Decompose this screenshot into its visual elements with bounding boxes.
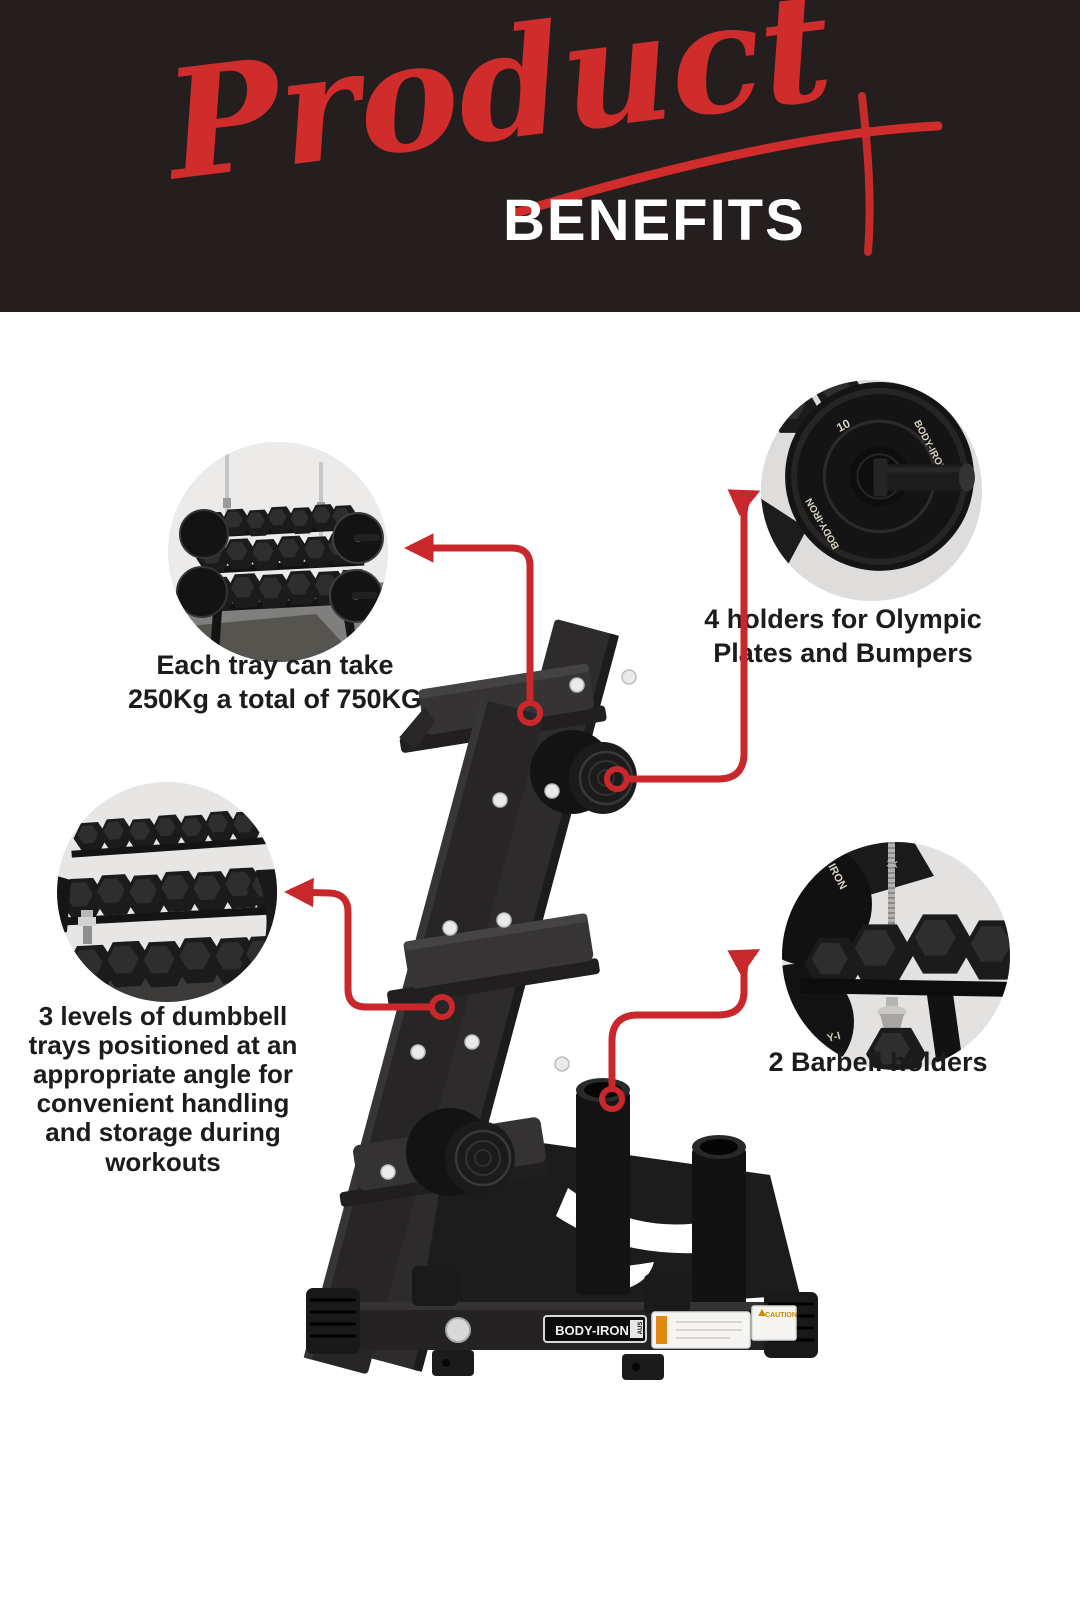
photo-fragment-yi: Y-I [826, 1030, 842, 1045]
brand-label-text: BODY-IRON [555, 1323, 629, 1338]
bolts [380, 669, 637, 1180]
spinlock-collar [877, 997, 907, 1030]
barbell-holder-tube-1 [576, 1078, 630, 1295]
chrome-collar [78, 910, 96, 944]
warning-sticker [651, 1311, 751, 1349]
plate-peg-bottom [406, 1108, 515, 1196]
base-bar: BODY-IRON AUS CAUTION [306, 1266, 818, 1380]
olympic-plate-photo: BODY-IRON BODY-IRON 10 [761, 380, 982, 601]
weight-tree-product-image: BODY-IRON AUS CAUTION [303, 619, 818, 1380]
plate-peg-top [530, 730, 637, 814]
caption-tray-capacity: Each tray can take 250Kg a total of 750K… [127, 650, 423, 715]
page-title: BENEFITS [503, 188, 806, 253]
brand-suffix-text: AUS [638, 1322, 644, 1335]
header-banner: Product BENEFITS [0, 0, 1080, 312]
plate-weight-text: 10 [834, 416, 853, 435]
caution-text: CAUTION [765, 1312, 797, 1319]
photo-circle-olympic-holders: BODY-IRON BODY-IRON 10 [761, 380, 982, 601]
caption-barbell-holders: 2 Barbell holders [768, 1047, 988, 1077]
side-storage-plates [176, 509, 384, 623]
script-title: Product [157, 0, 841, 215]
photo-circle-tray-capacity [168, 442, 388, 662]
dumbbell-trays-photo [57, 782, 277, 1002]
photo-circle-dumbbell-trays [57, 782, 277, 1002]
brand-label: BODY-IRON AUS [543, 1315, 647, 1343]
caption-dumbbell-trays: 3 levels of dumbbell trays positioned at… [28, 1001, 298, 1177]
caution-sticker: CAUTION [751, 1305, 797, 1341]
barbell-holder-tube-2 [692, 1135, 746, 1307]
holder-sleeve [873, 458, 975, 497]
dumbbell-rack-photo [168, 442, 388, 662]
